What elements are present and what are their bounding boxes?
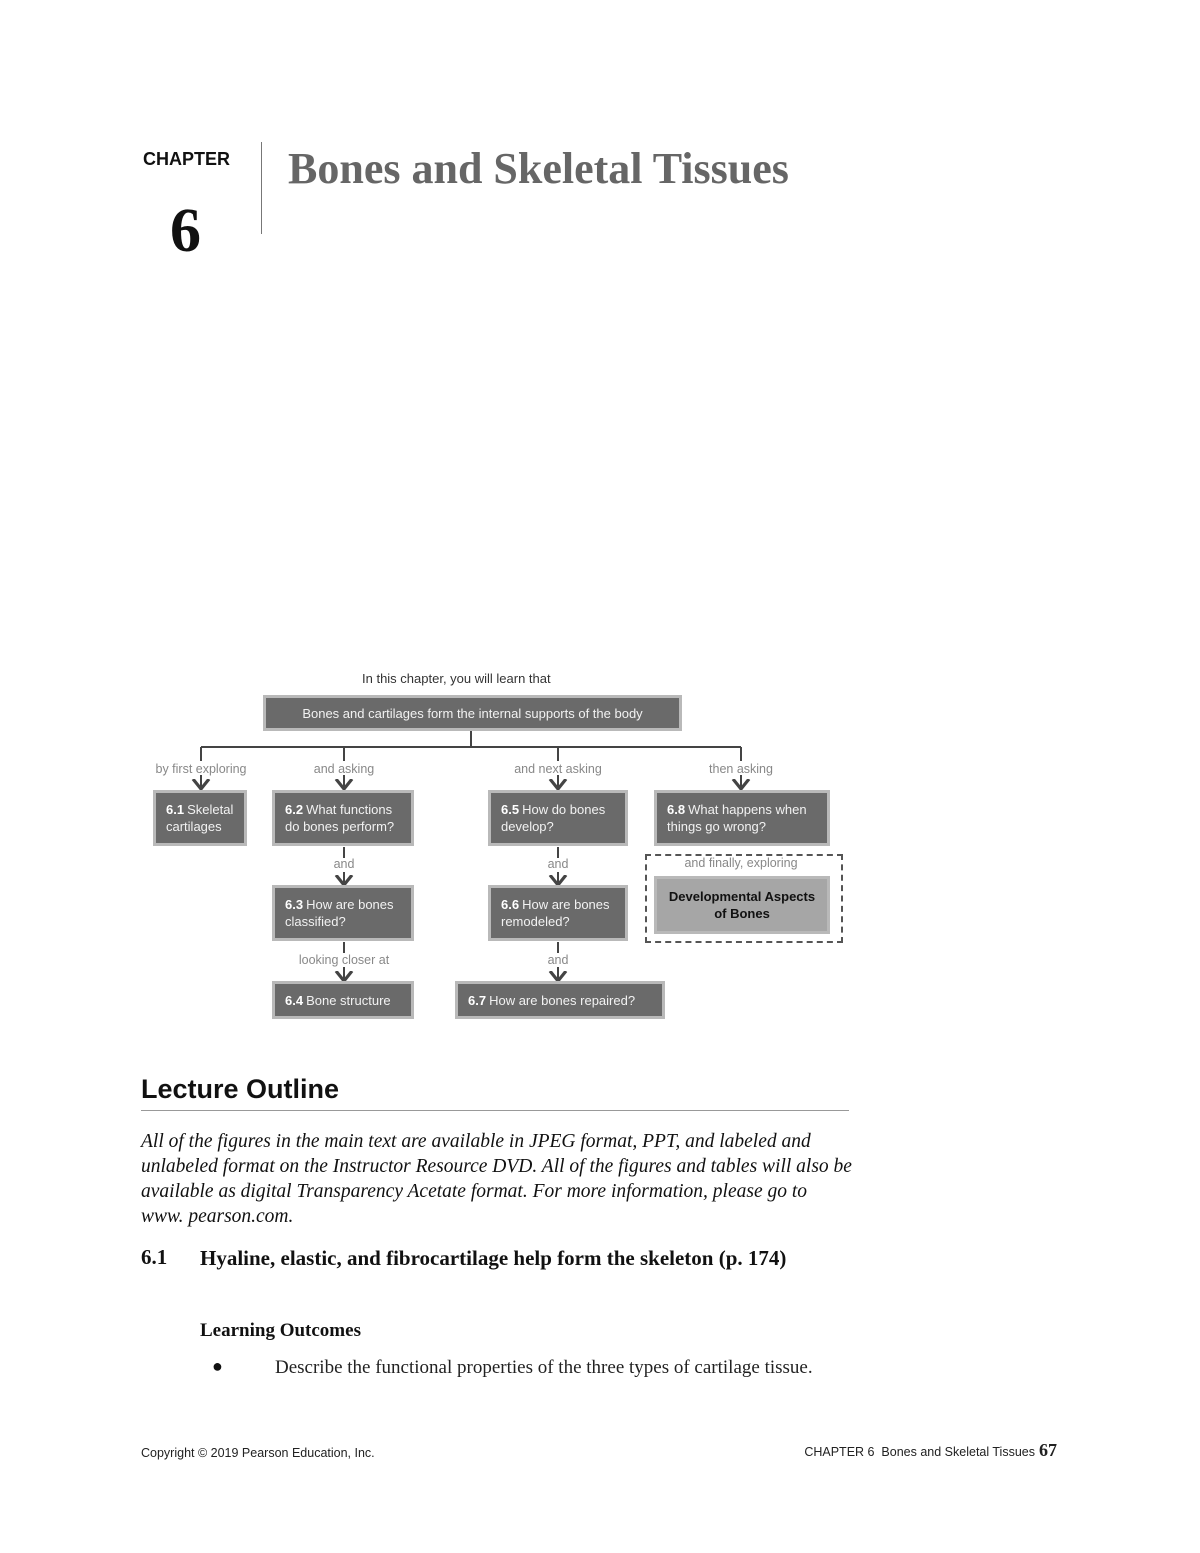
learning-outcomes-heading: Learning Outcomes xyxy=(200,1320,361,1341)
section-number: 6.1 xyxy=(141,1245,168,1269)
footer-running-head: CHAPTER 6 Bones and Skeletal Tissues 67 xyxy=(804,1440,1057,1461)
node-6-4-text: Bone structure xyxy=(306,992,391,1008)
connector-and-2: and xyxy=(547,857,569,871)
node-6-2-text: What functions do bones perform? xyxy=(285,802,395,834)
node-6-4-num: 6.4 xyxy=(285,992,304,1008)
node-6-7-num: 6.7 xyxy=(468,992,487,1008)
branch-label-then: then asking xyxy=(709,762,773,776)
node-6-5-text: How do bones develop? xyxy=(501,802,606,834)
node-6-8-text: What happens when things go wrong? xyxy=(667,802,807,834)
root-text: Bones and cartilages form the internal s… xyxy=(302,705,643,721)
node-6-2-num: 6.2 xyxy=(285,802,304,817)
footer-copyright: Copyright © 2019 Pearson Education, Inc. xyxy=(141,1446,375,1460)
concept-map: In this chapter, you will learn that Bon… xyxy=(140,665,860,1035)
node-6-7-text: How are bones repaired? xyxy=(489,992,636,1008)
learning-outcome-item: Describe the functional properties of th… xyxy=(275,1357,813,1378)
node-6-6-num: 6.6 xyxy=(501,897,520,912)
connector-and-1: and xyxy=(333,857,355,871)
concept-map-connectors xyxy=(140,731,860,1035)
chapter-title: Bones and Skeletal Tissues xyxy=(288,144,789,193)
heading-rule xyxy=(141,1110,849,1111)
lecture-outline-heading: Lecture Outline xyxy=(141,1074,340,1104)
section-title: Hyaline, elastic, and fibrocartilage hel… xyxy=(200,1246,787,1270)
branch-label-next: and next asking xyxy=(514,762,602,776)
node-6-5-num: 6.5 xyxy=(501,802,520,817)
branch-label-asking: and asking xyxy=(313,762,375,776)
node-6-8-num: 6.8 xyxy=(667,802,686,817)
chapter-label: CHAPTER xyxy=(143,149,231,169)
connector-and-3: and xyxy=(547,953,569,967)
node-developmental-aspects: Developmental Aspects of Bones xyxy=(657,879,827,931)
concept-map-root: Bones and cartilages form the internal s… xyxy=(266,698,679,728)
chapter-divider xyxy=(261,142,262,234)
node-6-1-text: Skeletal cartilages xyxy=(166,802,234,834)
concept-map-intro: In this chapter, you will learn that xyxy=(362,671,551,686)
outline-intro-paragraph: All of the figures in the main text are … xyxy=(141,1131,852,1227)
node-6-1-num: 6.1 xyxy=(166,802,185,817)
bullet-icon: ● xyxy=(212,1356,223,1376)
final-exploring-group xyxy=(645,854,843,943)
connector-finally: and finally, exploring xyxy=(684,856,798,870)
node-6-3-text: How are bones classified? xyxy=(285,897,394,929)
node-6-3-num: 6.3 xyxy=(285,897,304,912)
node-6-6-text: How are bones remodeled? xyxy=(501,897,610,929)
connector-looking-closer: looking closer at xyxy=(298,953,390,967)
running-head-text: CHAPTER 6 Bones and Skeletal Tissues xyxy=(804,1445,1035,1459)
node-developmental-aspects-text: Developmental Aspects of Bones xyxy=(668,889,816,921)
page-number: 67 xyxy=(1039,1440,1057,1460)
chapter-number: 6 xyxy=(170,197,201,265)
branch-label-first: by first exploring xyxy=(155,762,247,776)
